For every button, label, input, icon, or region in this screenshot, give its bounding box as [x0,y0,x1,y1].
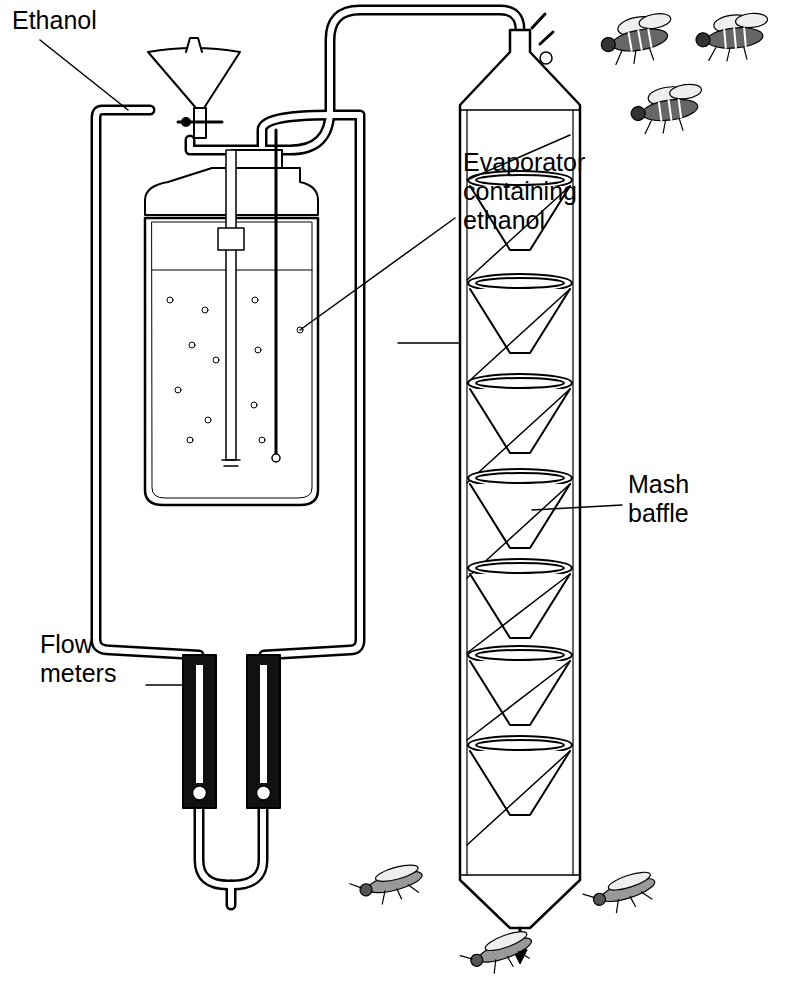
part-label: Mash baffle [628,470,728,528]
part-label: Ethanol [12,6,132,35]
part-label: Evaporator containing ethanol [463,148,613,234]
part-label: Flow meters [40,630,150,688]
